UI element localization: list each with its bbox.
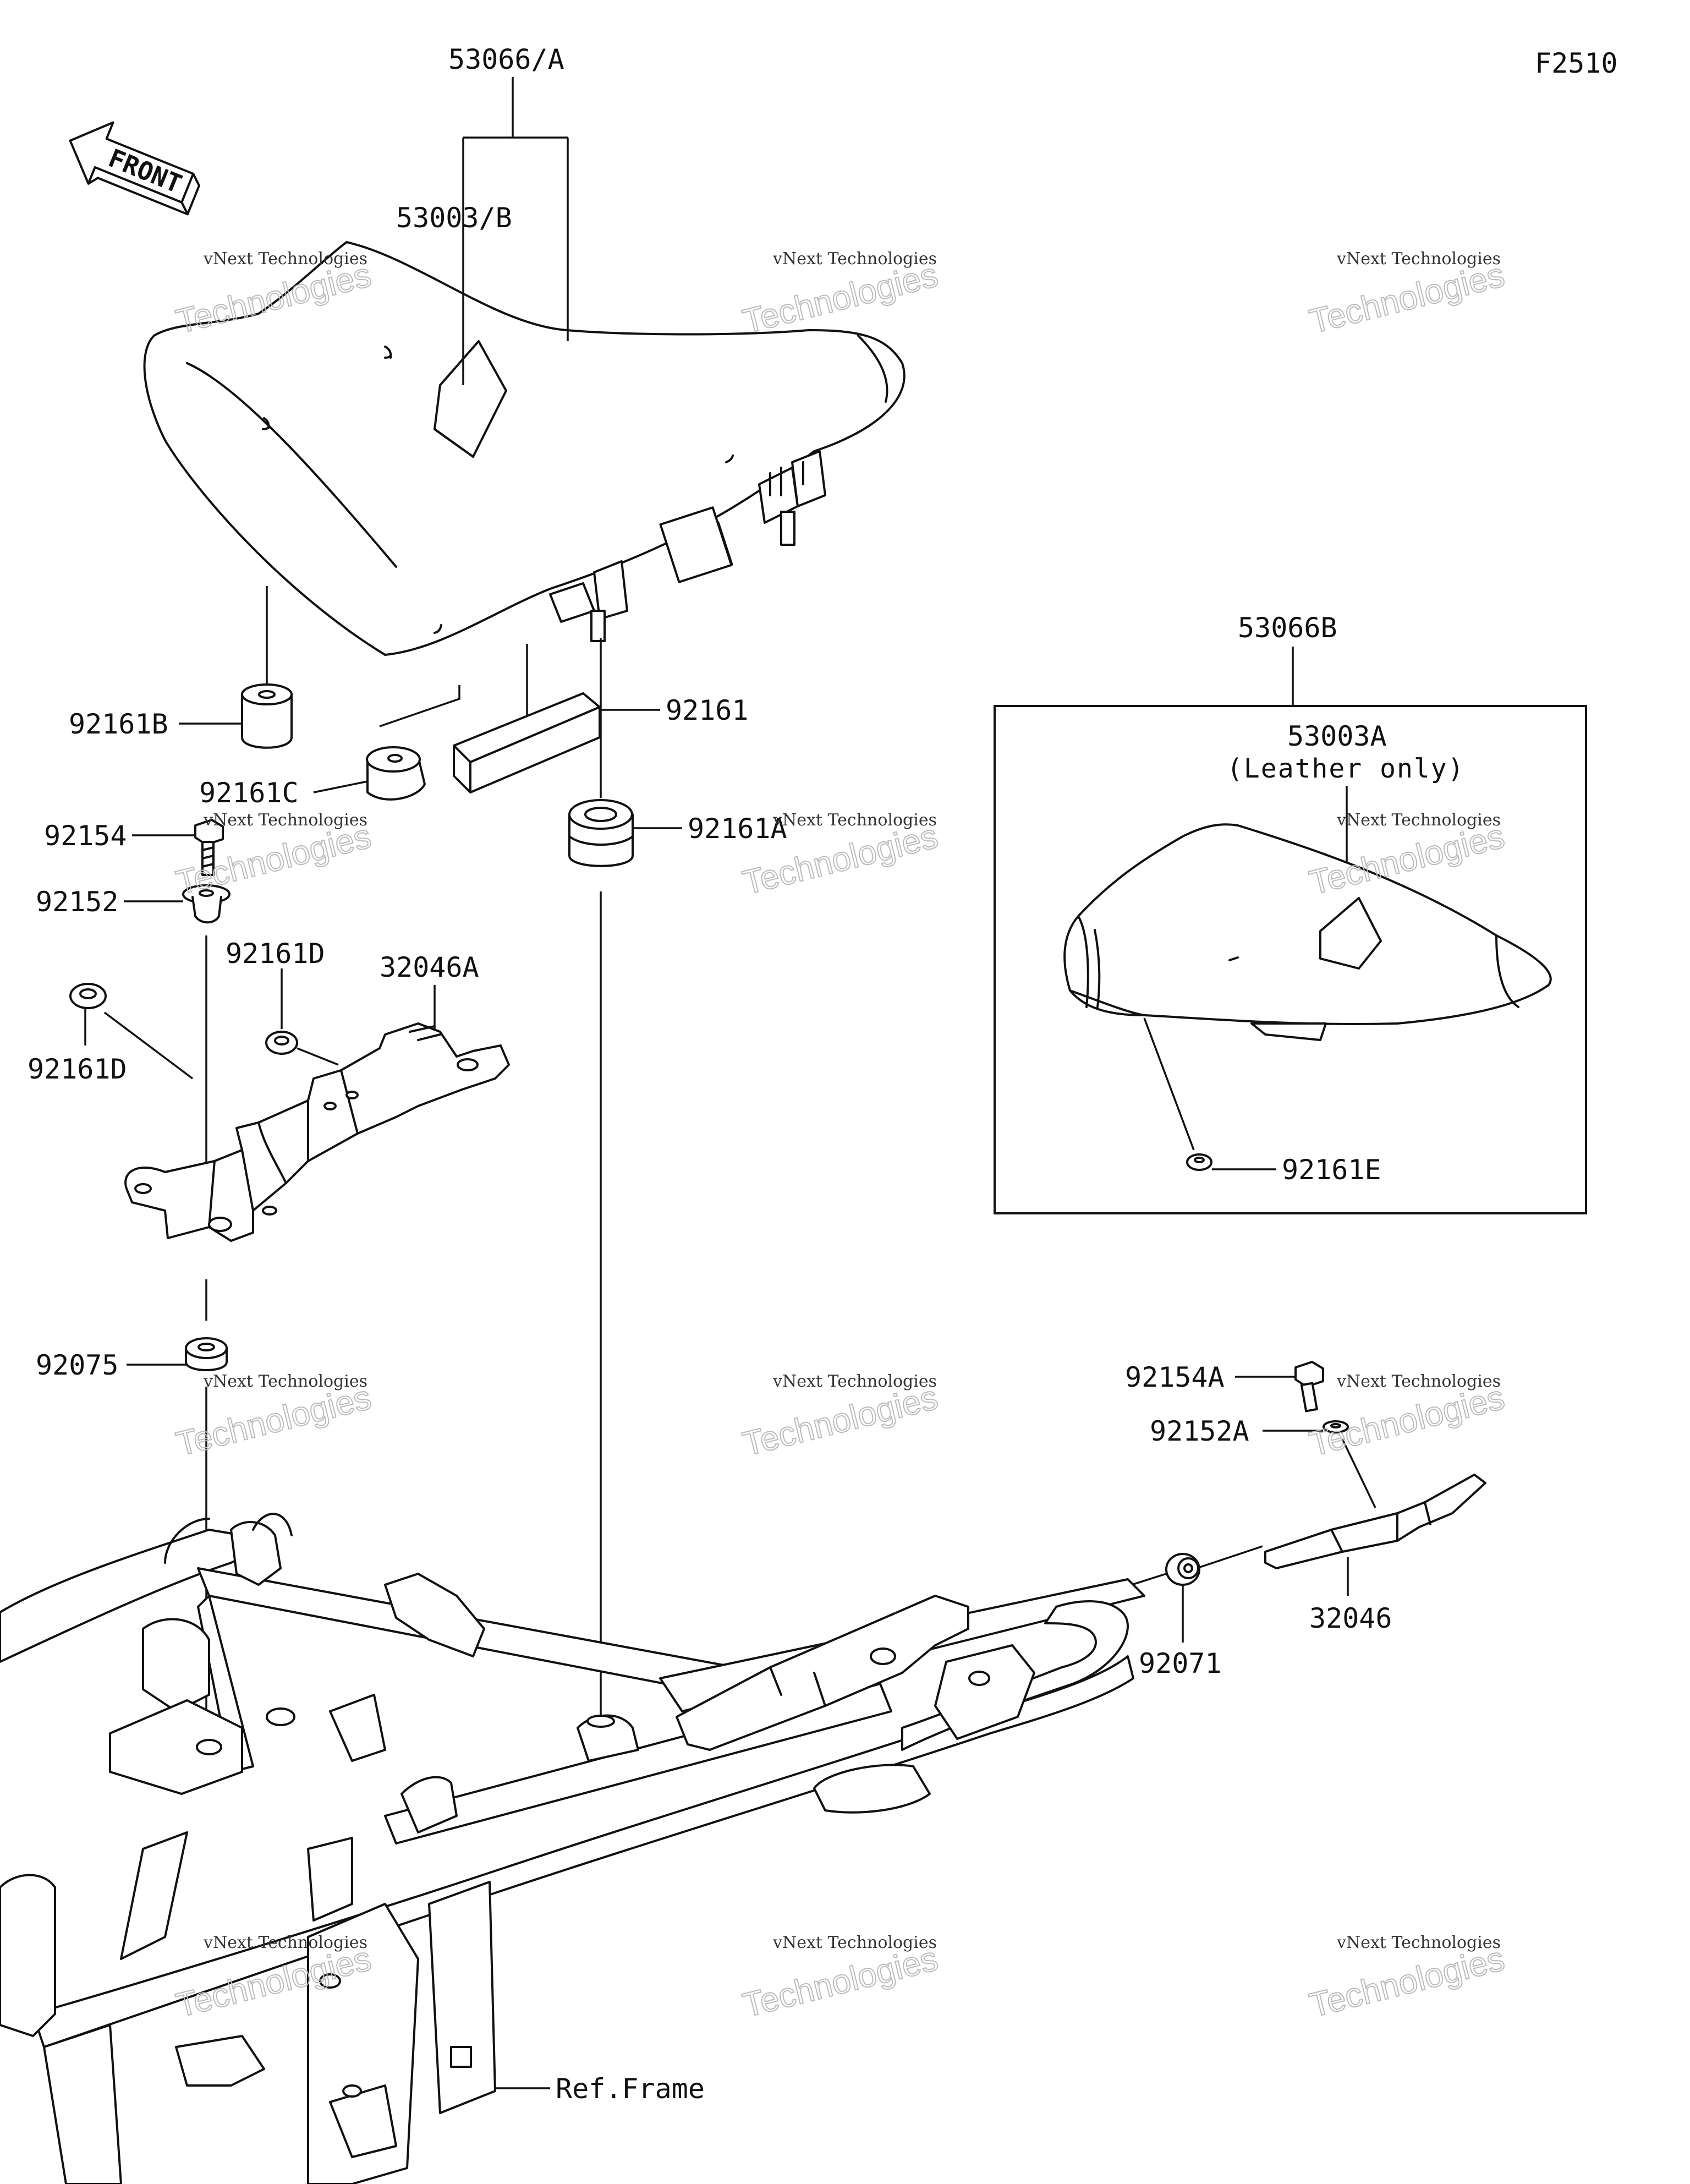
damper-92161d-top [265,1031,298,1055]
svg-text:Technologies: Technologies [1306,256,1508,341]
svg-text:vNext Technologies: vNext Technologies [203,811,367,830]
damper-92161b [241,683,293,749]
svg-text:vNext Technologies: vNext Technologies [203,249,367,269]
bolt-92154 [194,819,224,876]
callout-92161a: 92161A [688,813,787,845]
callout-92161b: 92161B [69,708,168,740]
watermark-8: Technologies vNext Technologies [739,1372,942,1464]
watermark-11: Technologies vNext Technologies [739,1933,942,2026]
watermark-9: Technologies vNext Technologies [1305,1372,1509,1464]
svg-text:vNext Technologies: vNext Technologies [772,811,937,830]
callout-53003a-note: (Leather only) [1227,753,1465,784]
callout-92161d-left: 92161D [28,1053,127,1085]
callout-53003-b: 53003/B [396,202,512,234]
bracket-32046 [1264,1474,1486,1569]
grommet-92075 [185,1337,228,1371]
callout-92152: 92152 [36,886,119,918]
callout-92161e: 92161E [1282,1154,1381,1186]
pad-92161 [453,692,601,793]
svg-text:vNext Technologies: vNext Technologies [1336,811,1501,830]
watermark-7: Technologies vNext Technologies [172,1372,376,1464]
watermark-12: Technologies vNext Technologies [1305,1933,1509,2026]
callout-92154: 92154 [44,820,127,852]
collar-92152 [182,884,231,924]
collar-92152a [1323,1420,1349,1433]
rider-seat [143,241,906,656]
svg-text:Technologies: Technologies [173,1378,375,1464]
front-arrow-icon: FRONT [69,121,200,216]
watermark-3: Technologies vNext Technologies [1305,249,1509,342]
svg-text:vNext Technologies: vNext Technologies [1336,249,1501,269]
svg-text:Technologies: Technologies [739,1378,942,1464]
callout-92152a: 92152A [1150,1415,1249,1447]
svg-text:vNext Technologies: vNext Technologies [203,1372,367,1391]
grommet-92071 [1165,1553,1200,1586]
callout-92161d-top: 92161D [226,938,325,970]
svg-text:vNext Technologies: vNext Technologies [772,249,937,269]
callout-92071: 92071 [1139,1647,1222,1679]
svg-text:Technologies: Technologies [739,1940,942,2025]
callout-53066-a: 53066/A [448,43,564,75]
callout-92161: 92161 [666,694,749,726]
svg-text:vNext Technologies: vNext Technologies [772,1933,937,1952]
callout-53003a: 53003A [1287,720,1387,752]
damper-92161d-left [69,983,107,1009]
svg-text:vNext Technologies: vNext Technologies [772,1372,937,1391]
pillion-inset-box [994,705,1587,1214]
callout-92154a: 92154A [1125,1361,1225,1393]
figure-code: F2510 [1535,47,1618,79]
callout-92075: 92075 [36,1349,119,1381]
damper-92161e [1186,1153,1212,1171]
callout-32046: 32046 [1309,1602,1392,1634]
svg-text:vNext Technologies: vNext Technologies [1336,1933,1501,1952]
svg-text:vNext Technologies: vNext Technologies [1336,1372,1501,1391]
svg-text:Technologies: Technologies [1306,1378,1508,1464]
callout-32046a: 32046A [380,951,479,983]
damper-92161a [568,799,634,867]
frame [0,1513,1145,2184]
callout-92161c: 92161C [199,777,299,809]
svg-text:vNext Technologies: vNext Technologies [203,1933,367,1952]
svg-text:Technologies: Technologies [739,256,942,341]
damper-92161c [366,746,426,801]
watermark-2: Technologies vNext Technologies [739,249,942,342]
bracket-32046a [124,1022,510,1242]
pillion-seat [1063,823,1552,1041]
svg-text:Technologies: Technologies [1306,1940,1508,2025]
callout-53066b: 53066B [1238,612,1337,644]
callout-ref-frame: Ref.Frame [556,2073,705,2105]
bolt-92154a [1294,1361,1324,1413]
